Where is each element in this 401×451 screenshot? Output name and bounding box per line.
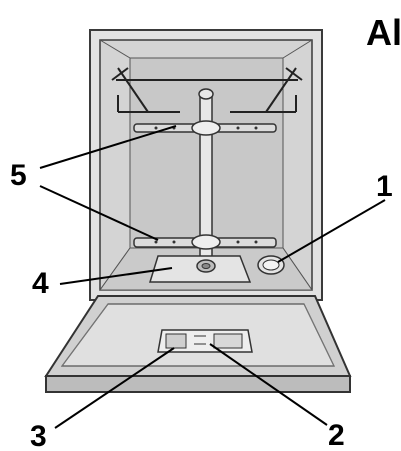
filter-assembly <box>148 255 252 283</box>
callout-3: 3 <box>30 420 47 451</box>
callout-4: 4 <box>32 267 49 300</box>
callout-5: 5 <box>10 159 27 192</box>
callout-2: 2 <box>328 419 345 451</box>
leader-1 <box>277 199 386 263</box>
leader-3 <box>54 347 175 429</box>
leader-5b <box>39 185 159 241</box>
diagram-title: Al <box>366 12 401 53</box>
leader-2 <box>209 343 328 426</box>
leader-4 <box>59 267 173 285</box>
upper-spray-arm <box>133 120 277 136</box>
lower-spray-arm <box>133 234 277 250</box>
callout-1: 1 <box>376 170 393 203</box>
upper-rack-rails <box>111 67 303 113</box>
callout-leaders <box>39 125 386 429</box>
salt-container-cap <box>257 255 285 275</box>
leader-5a <box>39 125 177 169</box>
detergent-dispenser <box>157 329 253 353</box>
